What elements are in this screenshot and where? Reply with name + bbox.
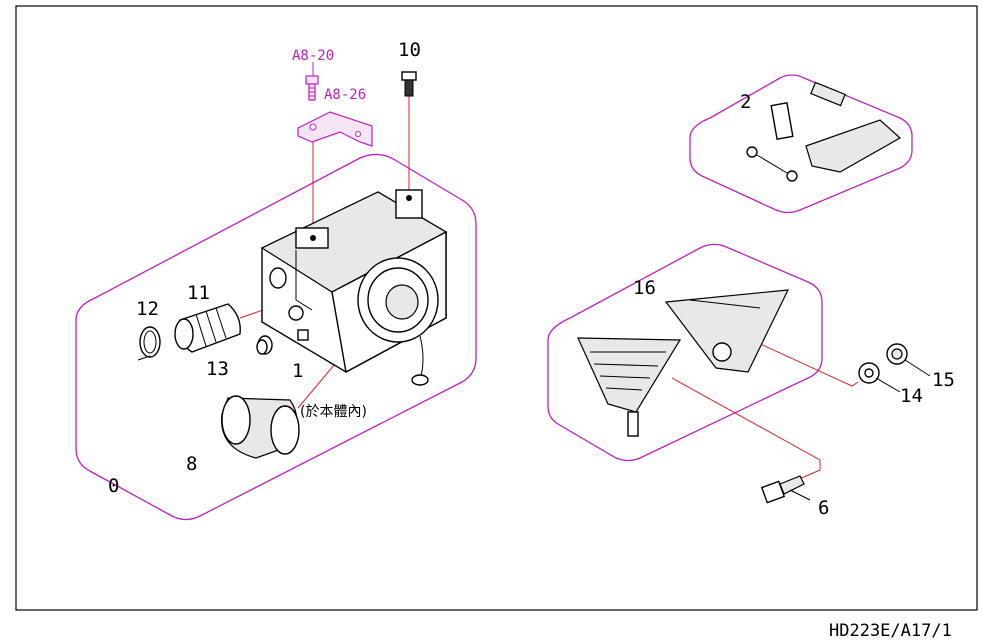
- label-part-1: 1: [292, 360, 303, 382]
- note-inside-body: (於本體內): [300, 404, 367, 420]
- drawing-code: HD223E/A17/1: [829, 621, 952, 641]
- group-outline-16: [547, 243, 823, 462]
- bolt-6: [760, 475, 805, 504]
- label-part-11: 11: [187, 282, 210, 304]
- leader-lines: [239, 95, 859, 484]
- label-part-15: 15: [932, 369, 955, 391]
- group-outline-2: [689, 74, 913, 214]
- air-cleaner-case: [260, 189, 448, 386]
- grommet-15: [886, 343, 908, 365]
- label-part-6: 6: [818, 497, 829, 519]
- label-part-12: 12: [136, 298, 159, 320]
- cap-13: [256, 335, 273, 355]
- side-cover-16: [577, 289, 790, 437]
- label-part-14: 14: [900, 385, 923, 407]
- group-outline-0: [75, 153, 477, 521]
- label-part-8: 8: [186, 453, 197, 475]
- washer-14: [858, 362, 880, 384]
- bolt-10: [401, 71, 417, 97]
- label-part-13: 13: [206, 358, 229, 380]
- hose-11: [174, 303, 241, 353]
- bolt-a8-20: [305, 75, 319, 101]
- bracket-a8-26: [297, 111, 373, 147]
- clamp-12: [137, 326, 161, 361]
- label-part-2: 2: [740, 91, 751, 113]
- label-ref-a8-26: A8-26: [324, 87, 366, 103]
- label-part-0: 0: [108, 475, 119, 497]
- tool-kit-2: [746, 81, 902, 182]
- filter-element-8: [221, 395, 300, 459]
- label-part-10: 10: [398, 39, 421, 61]
- drawing-frame: [15, 5, 978, 611]
- label-part-16: 16: [633, 277, 656, 299]
- label-ref-a8-20: A8-20: [292, 48, 334, 64]
